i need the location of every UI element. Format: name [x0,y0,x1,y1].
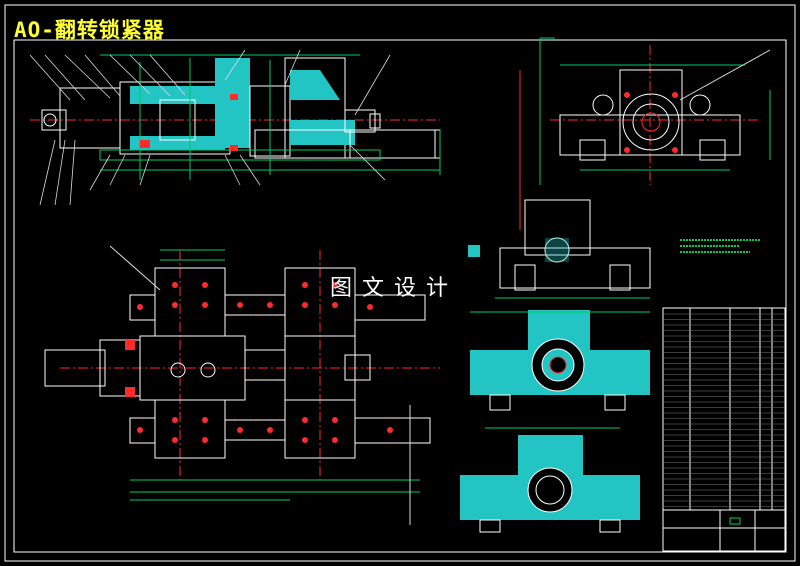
inner-frame [13,39,787,553]
detail-view [468,199,760,299]
watermark-text: 图文设计 [330,276,459,301]
parts-list-rows [663,313,785,507]
main-section-view [29,49,441,206]
outer-frame [4,4,796,562]
section-view-a [470,310,650,411]
plan-view [44,245,440,525]
section-view-b [460,427,640,533]
side-view [519,37,771,230]
drawing-title: AO-翻转锁紧器 [14,18,165,42]
